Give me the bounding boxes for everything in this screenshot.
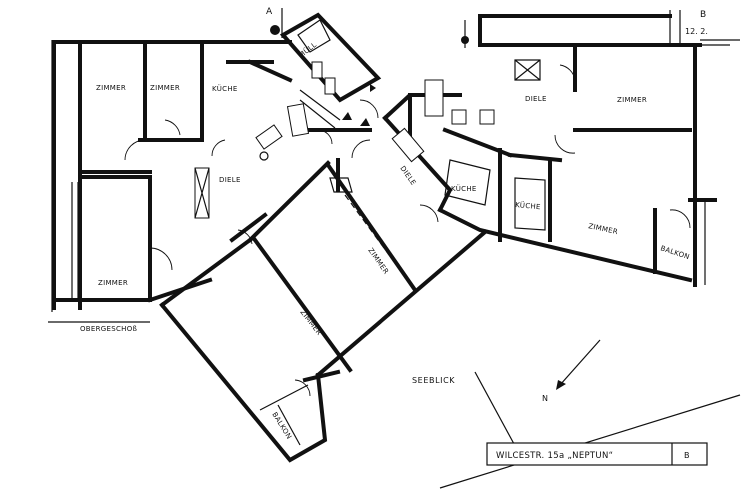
right-wing-walls [382,10,740,287]
section-a-label: A [266,7,273,17]
seeblick-label: SEEBLICK [412,376,455,385]
left-wing-walls [48,40,293,323]
room-label-kuche-3: KÜCHE [515,200,541,211]
fixtures [194,59,546,231]
room-label-zimmer-2: ZIMMER [150,84,180,92]
sheet-reference: 12. 2. [685,27,708,36]
orientation: SEEBLICK N [412,339,741,489]
title-address: WILCESTR. 15a „NEPTUN“ [496,451,613,461]
north-arrow-icon [556,380,566,390]
title-block: WILCESTR. 15a „NEPTUN“ B [486,442,708,466]
room-label-diele-1: DIELE [219,176,241,184]
floor-label: OBERGESCHOß [80,325,138,333]
title-block-letter: B [684,451,690,460]
room-label-kuche-2: KÜCHE [451,184,477,193]
doors [124,64,691,397]
north-label: N [542,394,548,403]
room-label-zimmer-5: ZIMMER [298,308,323,337]
room-label-balkon-2: BALKON [659,244,690,261]
service-core [279,12,382,145]
room-label-zimmer-7: ZIMMER [588,222,619,236]
room-label-diele-2: DIELE [398,165,417,187]
section-b-bubble [461,36,469,44]
section-markers [270,8,469,126]
section-a-bubble [270,25,280,35]
room-label-zimmer-6: ZIMMER [617,96,647,104]
room-label-kuche-1: KÜCHE [212,84,238,93]
sheet-markers: A B 12. 2. [266,7,708,36]
room-label-diele-3: DIELE [525,95,547,103]
room-label-zimmer-1: ZIMMER [96,84,126,92]
room-label-zimmer-3: ZIMMER [98,279,128,287]
room-label-muell: MÜLL [297,40,318,60]
room-labels: ZIMMER ZIMMER KÜCHE MÜLL DIELE ZIMMER ZI… [80,40,691,441]
central-wing-walls [159,128,488,463]
section-b-label: B [700,10,706,20]
